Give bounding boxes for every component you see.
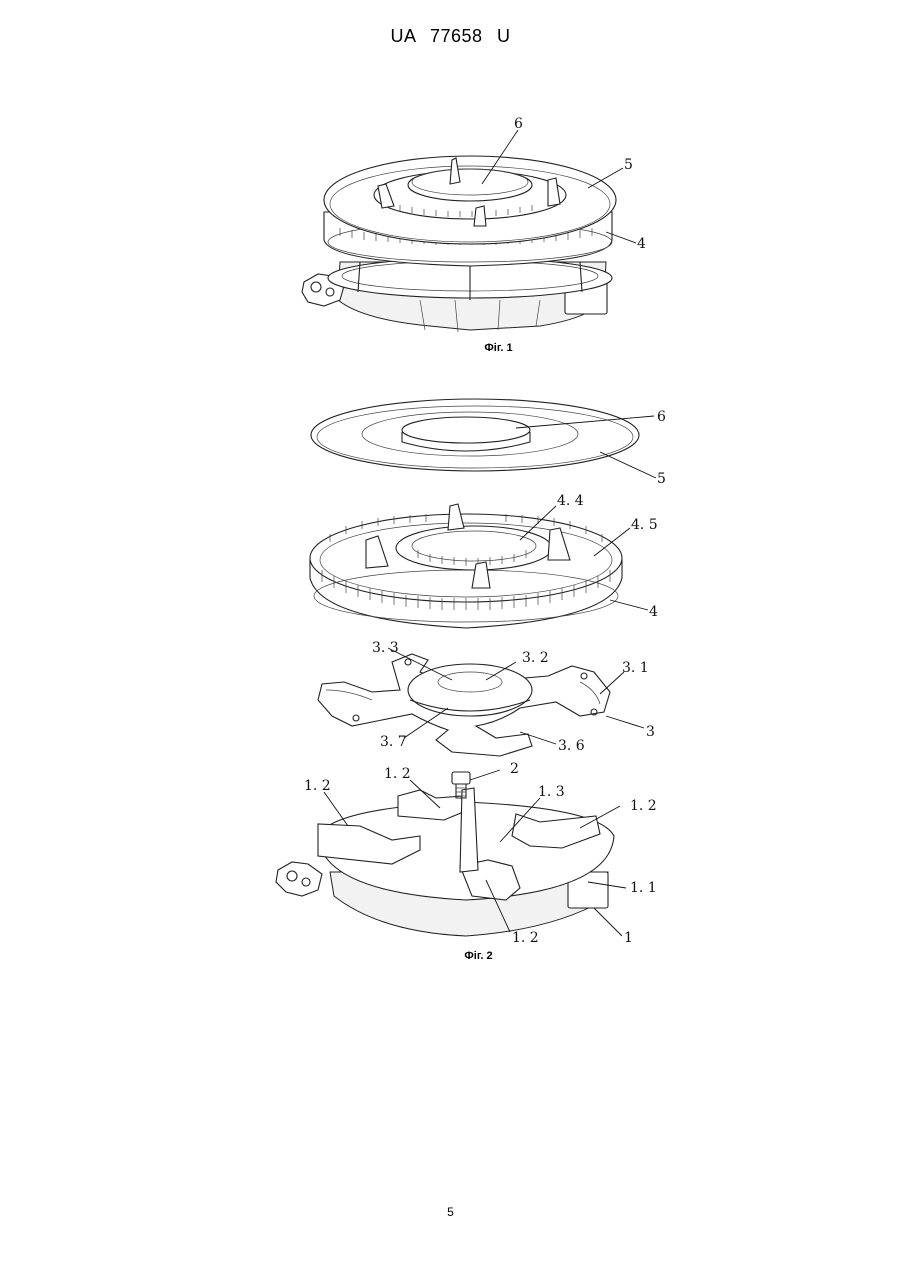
fig2-label-5: 5 bbox=[657, 471, 666, 487]
fig1-label-6: 6 bbox=[514, 116, 523, 132]
figure1-caption: Фіг. 1 bbox=[48, 342, 901, 354]
fig2-label-4: 4 bbox=[649, 604, 658, 620]
fig2-label-1: 1 bbox=[624, 930, 633, 946]
fig2-burner-head-4 bbox=[310, 504, 622, 628]
fig2-cap-5 bbox=[311, 399, 639, 471]
fig2-label-1-2-top: 1. 2 bbox=[384, 766, 411, 782]
fig2-label-3: 3 bbox=[646, 724, 655, 740]
fig2-label-1-2-bottom: 1. 2 bbox=[512, 930, 539, 946]
page-number: 5 bbox=[0, 1205, 901, 1219]
fig2-label-6: 6 bbox=[657, 409, 666, 425]
fig2-label-3-7: 3. 7 bbox=[380, 734, 407, 750]
fig2-label-1-2-left: 1. 2 bbox=[304, 778, 331, 794]
fig1-burner-assembly bbox=[302, 130, 636, 332]
fig2-label-4-4: 4. 4 bbox=[557, 493, 584, 509]
fig2-label-4-5: 4. 5 bbox=[631, 517, 658, 533]
fig2-label-3-3: 3. 3 bbox=[372, 640, 399, 656]
fig2-label-3-2: 3. 2 bbox=[522, 650, 549, 666]
fig2-label-3-1: 3. 1 bbox=[622, 660, 649, 676]
fig1-label-4: 4 bbox=[637, 236, 646, 252]
fig2-label-1-1: 1. 1 bbox=[630, 880, 657, 896]
fig1-label-5: 5 bbox=[624, 157, 633, 173]
figure2-caption: Фіг. 2 bbox=[28, 950, 901, 962]
fig2-label-1-3: 1. 3 bbox=[538, 784, 565, 800]
fig2-label-1-2-right: 1. 2 bbox=[630, 798, 657, 814]
fig2-label-2: 2 bbox=[510, 761, 519, 777]
fig2-label-3-6: 3. 6 bbox=[558, 738, 585, 754]
